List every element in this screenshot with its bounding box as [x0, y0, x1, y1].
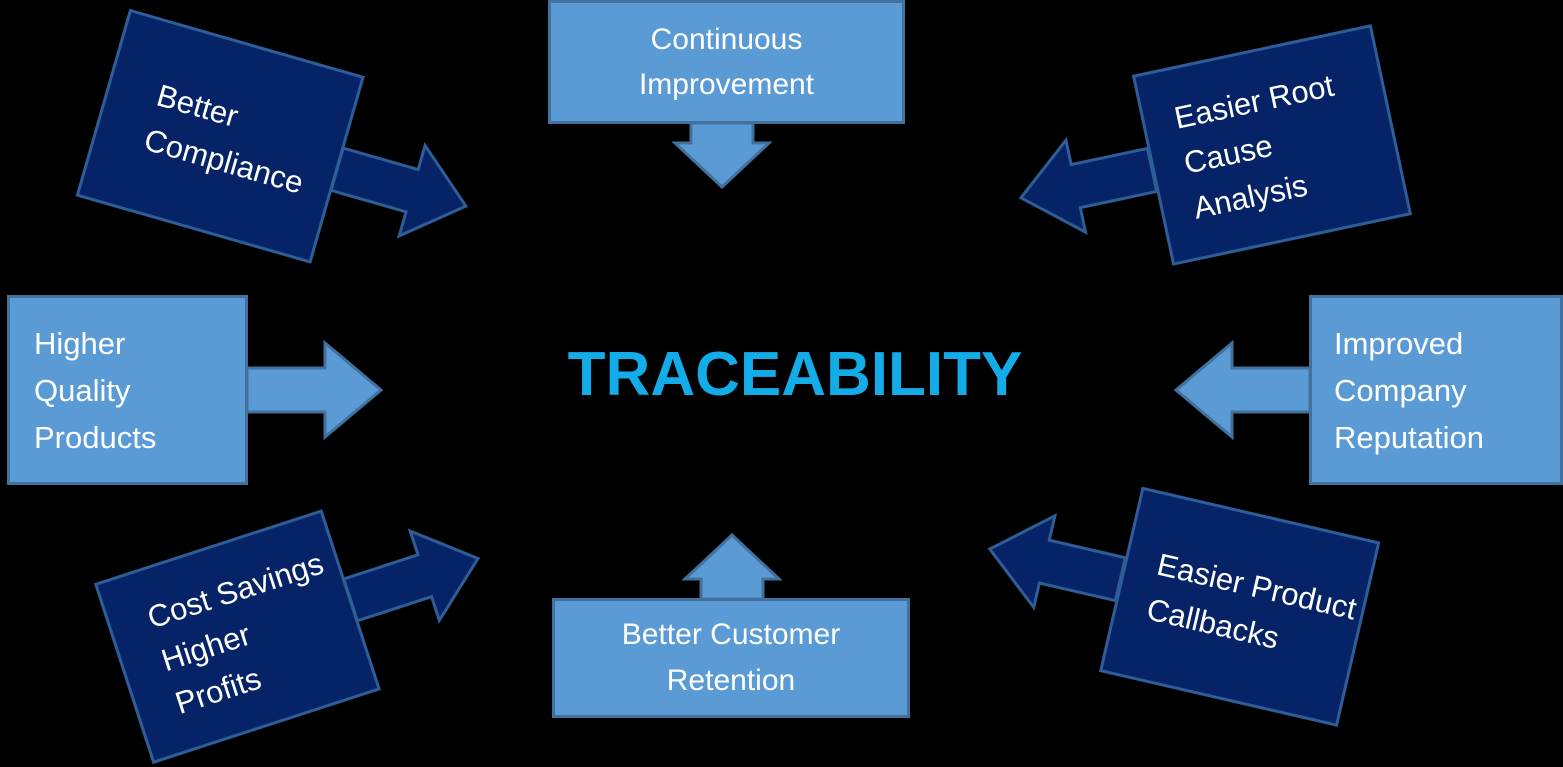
callout-easier-root-cause-analysis: Easier Root Cause Analysis	[995, 24, 1413, 295]
callout-better-compliance: Better Compliance	[75, 8, 500, 303]
callout-label: Easier Root Cause Analysis	[1171, 67, 1337, 226]
diagram-title: TRACEABILITY	[567, 340, 1023, 409]
callout-box: Cost Savings Higher Profits	[93, 509, 381, 765]
callout-easier-product-callbacks: Easier Product Callbacks	[963, 455, 1381, 727]
callout-cost-savings-higher-profits: Cost Savings Higher Profits	[93, 466, 514, 765]
callout-label: Higher Quality Products	[34, 325, 157, 455]
arrow-up-icon	[682, 533, 782, 601]
callout-label: Cost Savings Higher Profits	[142, 545, 328, 721]
arrow-right-icon	[245, 339, 384, 441]
callout-box: Easier Root Cause Analysis	[1131, 24, 1413, 266]
arrow-right-icon	[329, 142, 469, 239]
callout-box: Higher Quality Products	[7, 295, 248, 485]
callout-better-customer-retention: Better Customer Retention	[552, 533, 910, 718]
callout-box: Continuous Improvement	[548, 0, 905, 124]
callout-label: Continuous Improvement	[638, 23, 815, 101]
callout-box: Better Customer Retention	[552, 598, 910, 718]
callout-box: Improved Company Reputation	[1309, 295, 1563, 485]
arrow-down-icon	[672, 121, 772, 189]
arrow-left-icon	[987, 513, 1128, 611]
arrow-left-icon	[1173, 339, 1312, 441]
arrow-right-icon	[341, 528, 481, 624]
callout-label: Improved Company Reputation	[1334, 325, 1484, 455]
callout-higher-quality-products: Higher Quality Products	[7, 295, 387, 485]
callout-improved-company-reputation: Improved Company Reputation	[1170, 295, 1563, 485]
callout-label: Easier Product Callbacks	[1143, 546, 1360, 656]
callout-box: Easier Product Callbacks	[1098, 486, 1381, 727]
arrow-left-icon	[1018, 136, 1159, 235]
callout-continuous-improvement: Continuous Improvement	[548, 0, 905, 190]
callout-label: Better Customer Retention	[621, 618, 841, 697]
callout-box: Better Compliance	[75, 8, 365, 264]
callout-label: Better Compliance	[140, 77, 308, 201]
